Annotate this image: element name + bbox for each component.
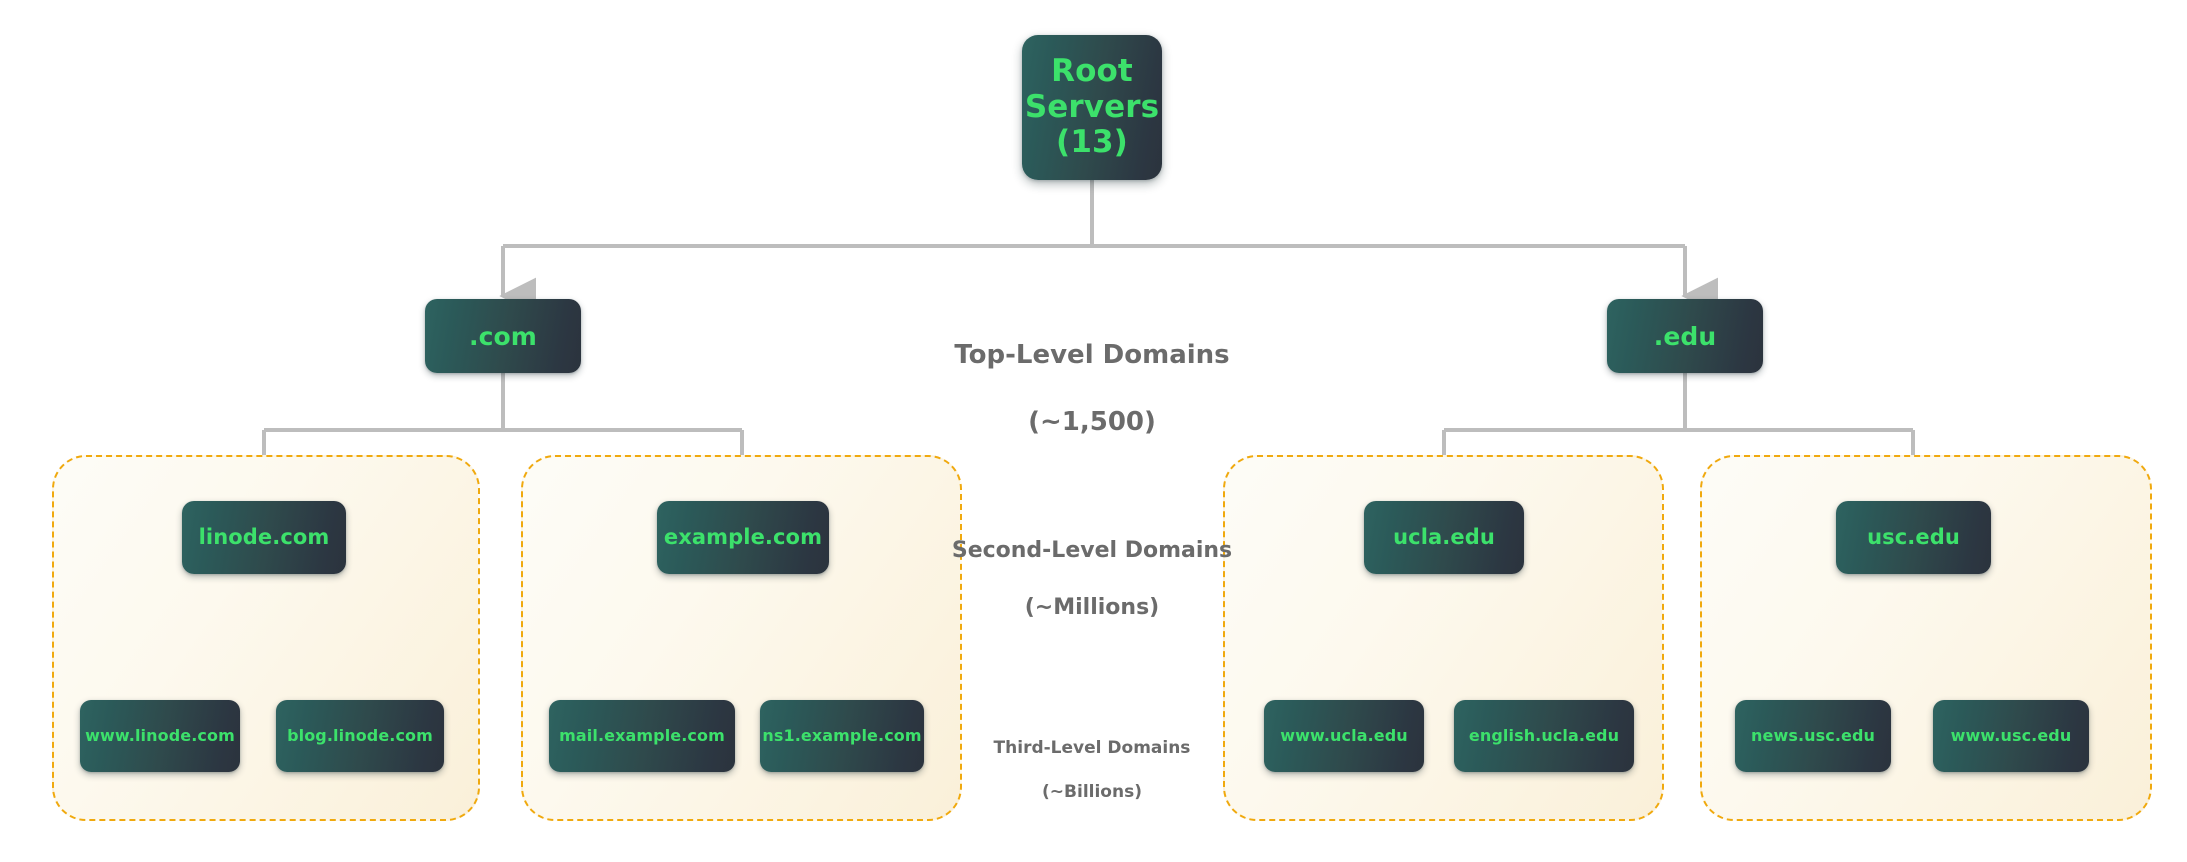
node-leaf-www-ucla-edu[interactable]: www.ucla.edu: [1264, 700, 1424, 772]
node-sld-linode-com[interactable]: linode.com: [182, 501, 346, 574]
node-sld-usc-edu[interactable]: usc.edu: [1836, 501, 1991, 574]
node-sld-example-com[interactable]: example.com: [657, 501, 829, 574]
caption-tld-line1: Top-Level Domains: [954, 339, 1230, 370]
node-leaf-blog-linode-com[interactable]: blog.linode.com: [276, 700, 444, 772]
caption-third-line2: (~Billions): [1042, 782, 1142, 803]
caption-third-level-domains: Third-Level Domains (~Billions): [967, 715, 1217, 825]
node-root-servers[interactable]: Root Servers (13): [1022, 35, 1162, 180]
caption-sld-line1: Second-Level Domains: [951, 537, 1233, 563]
caption-sld-line2: (~Millions): [1024, 594, 1160, 620]
node-tld-edu[interactable]: .edu: [1607, 299, 1763, 373]
node-leaf-www-linode-com[interactable]: www.linode.com: [80, 700, 240, 772]
node-leaf-news-usc-edu[interactable]: news.usc.edu: [1735, 700, 1891, 772]
node-leaf-ns1-example-com[interactable]: ns1.example.com: [760, 700, 924, 772]
node-tld-com[interactable]: .com: [425, 299, 581, 373]
caption-second-level-domains: Second-Level Domains (~Millions): [942, 508, 1242, 651]
caption-third-line1: Third-Level Domains: [993, 738, 1191, 759]
node-leaf-mail-example-com[interactable]: mail.example.com: [549, 700, 735, 772]
node-leaf-www-usc-edu[interactable]: www.usc.edu: [1933, 700, 2089, 772]
caption-top-level-domains: Top-Level Domains (~1,500): [892, 305, 1292, 474]
node-sld-ucla-edu[interactable]: ucla.edu: [1364, 501, 1524, 574]
node-leaf-english-ucla-edu[interactable]: english.ucla.edu: [1454, 700, 1634, 772]
caption-tld-line2: (~1,500): [1028, 407, 1156, 438]
